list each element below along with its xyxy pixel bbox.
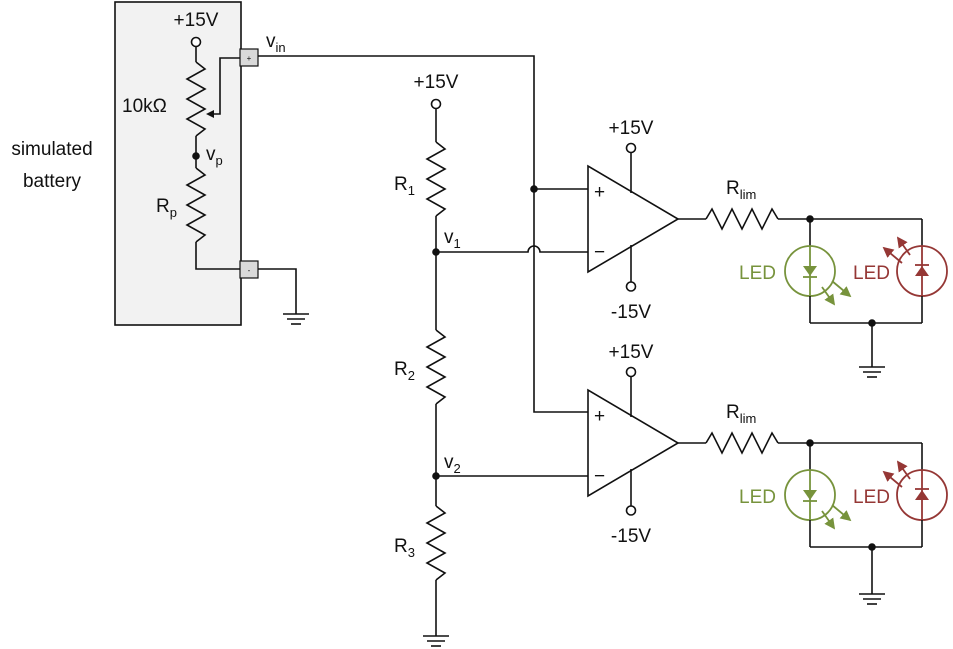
svg-text:-: - [248,266,251,275]
svg-text:+: + [247,54,252,63]
comparator-1: + − +15V -15V Rlim LED [587,118,948,378]
plus-input-sign: + [594,406,605,427]
resistor-rp [185,167,207,243]
v1-wire [436,245,590,253]
vp-node [192,152,200,160]
comparator-2: + − +15V -15V Rlim LED [587,342,948,605]
vin-label: vin [266,31,286,55]
vp-label: vp [206,144,223,168]
v1-label: v1 [444,227,461,251]
battery-supply-label: +15V [174,10,219,31]
pos-supply-label: +15V [609,118,654,139]
divider-supply-terminal [430,98,442,110]
ground-symbol [859,593,885,605]
led-green [784,469,852,530]
resistor-rlim [705,431,779,455]
plus-terminal [239,48,259,67]
battery-label-line2: battery [23,171,82,192]
led-green-label: LED [739,487,776,508]
opamp-triangle [587,388,680,498]
ground-symbol [283,313,309,325]
pos-supply-label: +15V [609,342,654,363]
minus-input-sign: − [594,242,605,263]
led-green-label: LED [739,263,776,284]
wiper-arrow [206,110,214,118]
r1-label: R1 [394,174,415,198]
divider-supply-label: +15V [414,72,459,93]
opamp-triangle [587,164,680,274]
led-red-label: LED [853,487,890,508]
r2-label: R2 [394,359,415,383]
ground-symbol [859,366,885,378]
led-green [784,245,852,306]
neg-supply-label: -15V [611,302,651,323]
ground-symbol [423,635,449,647]
vin-wire [258,55,590,413]
led-red [882,236,948,297]
r3-label: R3 [394,536,415,560]
rp-label: Rp [156,196,177,220]
rlim-label: Rlim [726,402,756,426]
resistor-r2 [425,329,447,405]
rlim-label: Rlim [726,178,756,202]
resistor-rlim [705,207,779,231]
led-red-label: LED [853,263,890,284]
resistor-r1 [425,141,447,217]
battery-supply-terminal [190,36,202,48]
neg-supply-label: -15V [611,526,651,547]
potentiometer [185,61,207,137]
battery-box [114,1,242,326]
minus-input-sign: − [594,466,605,487]
resistor-r3 [425,505,447,581]
battery-label-line1: simulated [11,139,92,160]
simulated-battery: simulated battery +15V 10kΩ vp Rp + - vi… [11,1,309,326]
led-red [882,460,948,521]
pot-value-label: 10kΩ [122,96,167,117]
plus-input-sign: + [594,182,605,203]
v2-label: v2 [444,452,461,476]
vin-junction [530,185,538,193]
voltage-divider: +15V R1 v1 R2 v2 R3 [394,72,461,647]
